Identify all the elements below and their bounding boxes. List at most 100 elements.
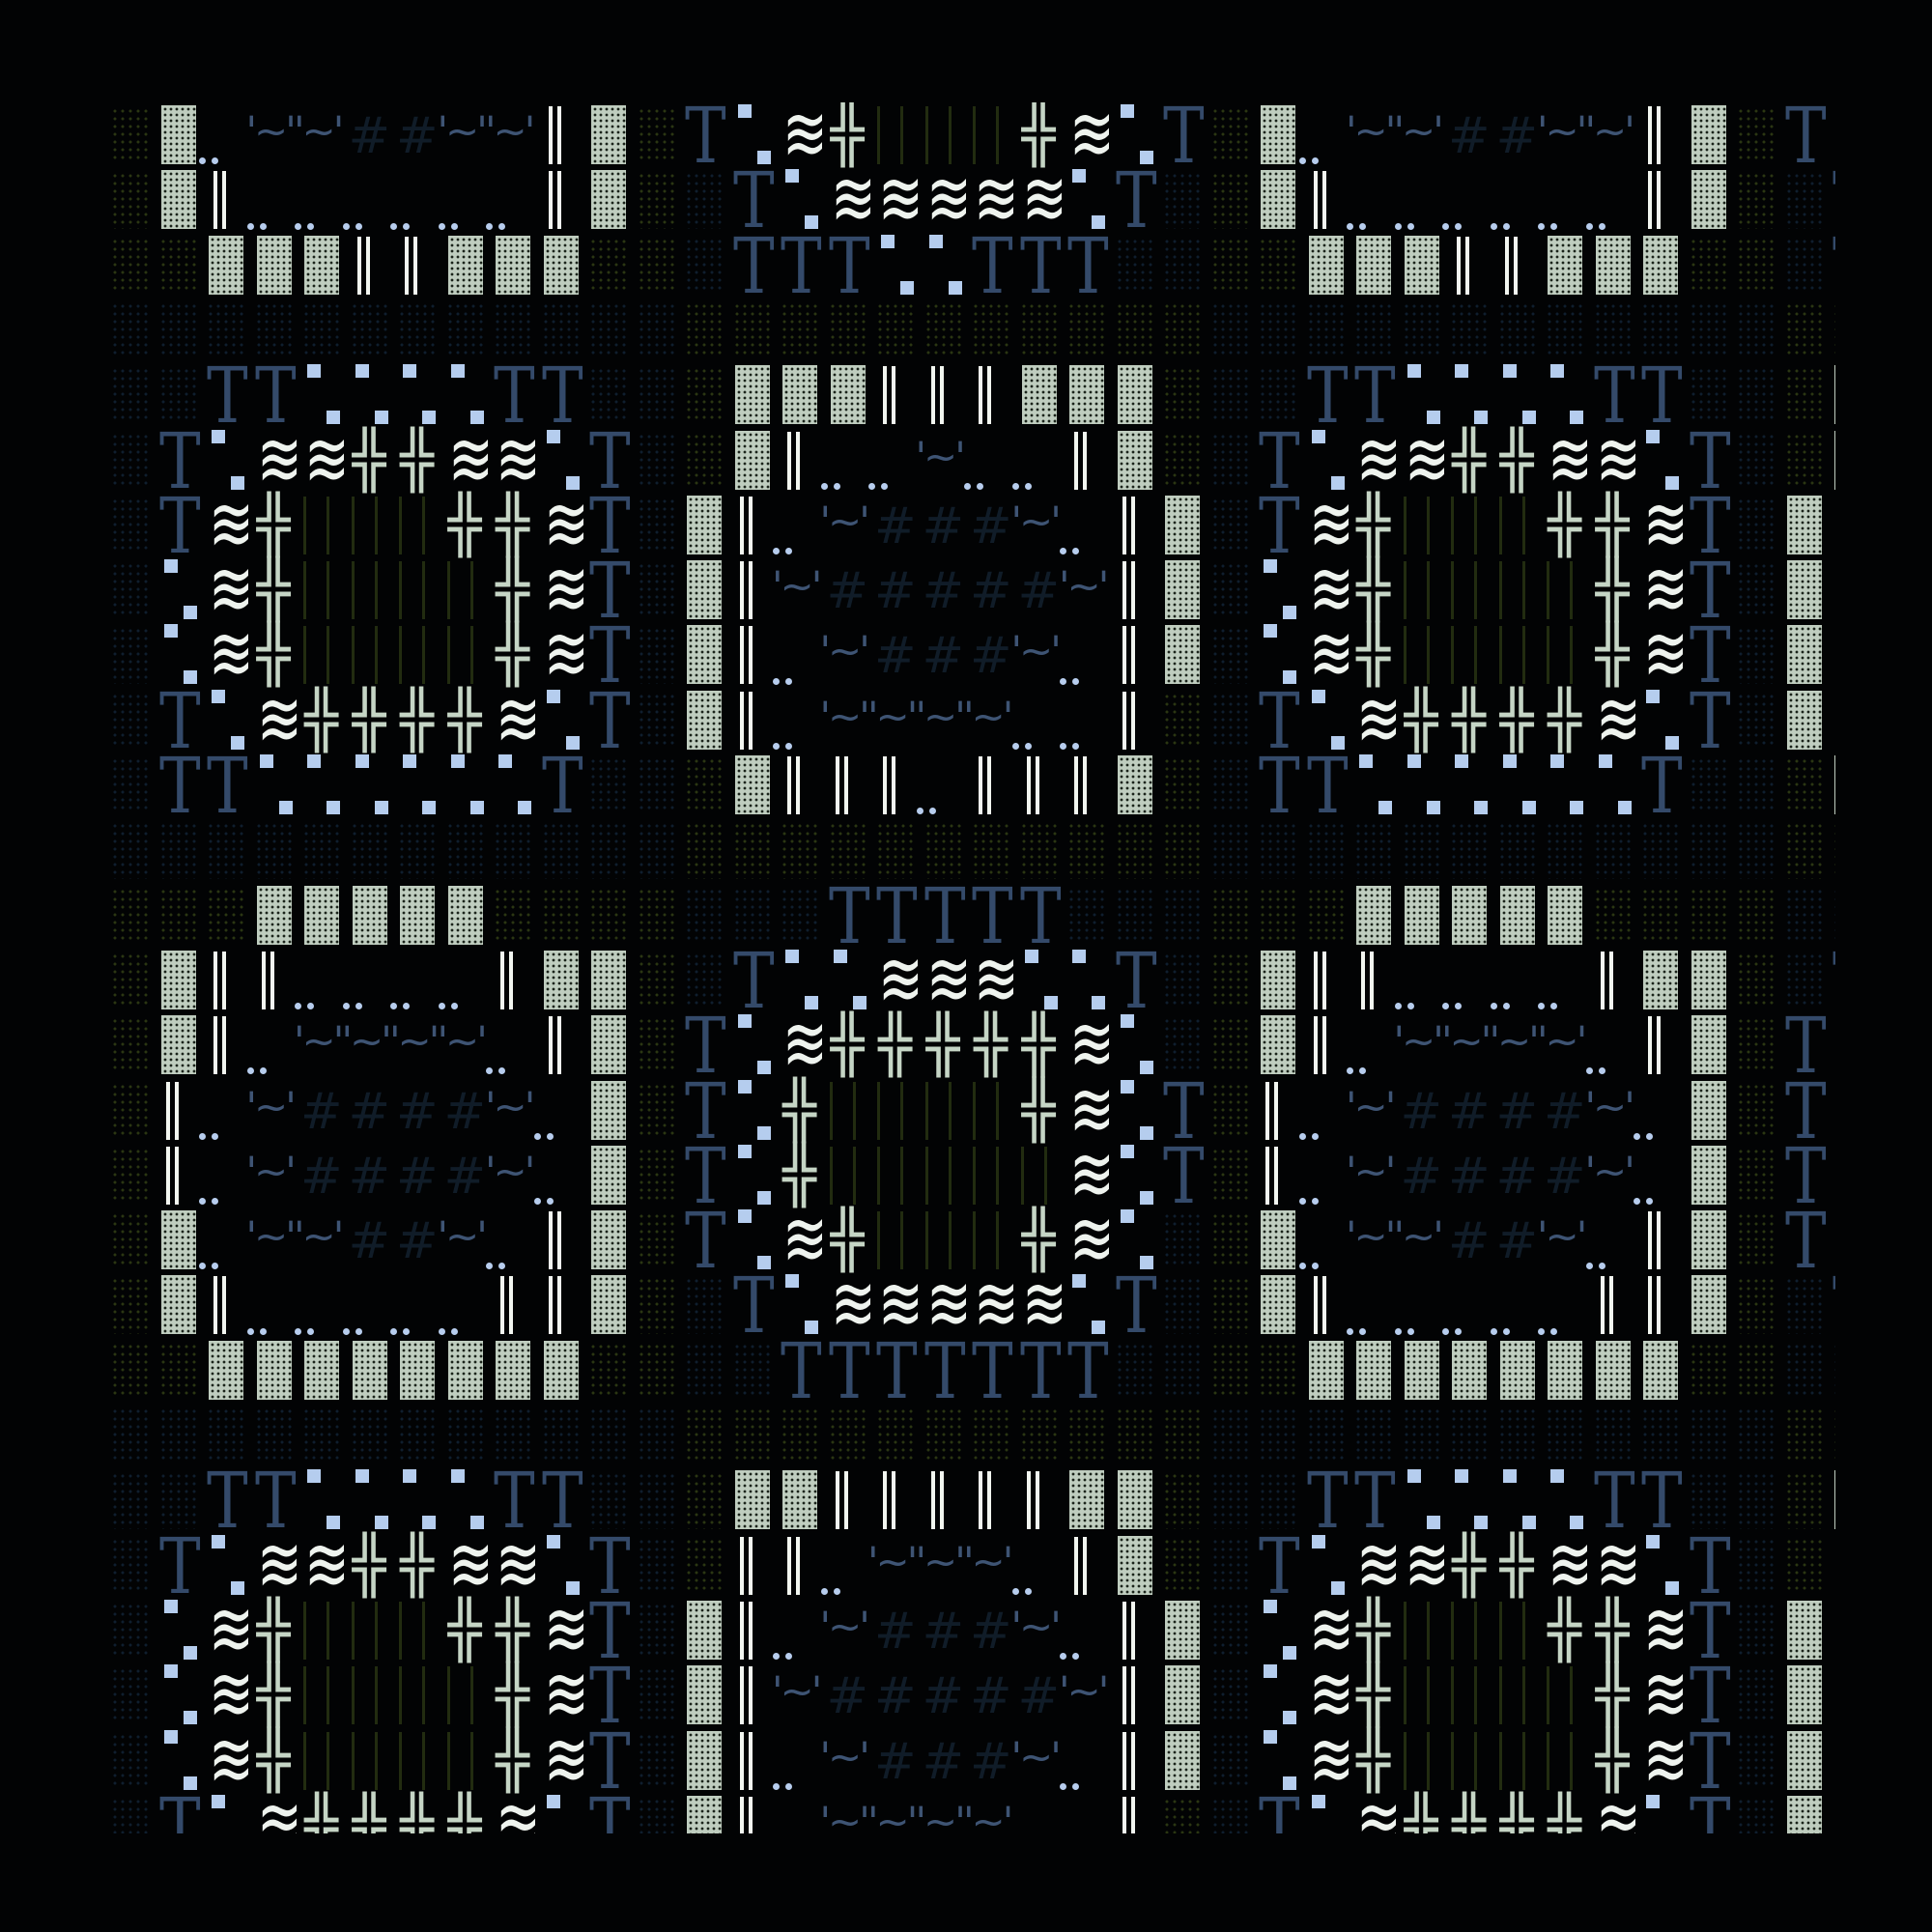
hash-glyph-text: #	[299, 1147, 343, 1206]
double-bar	[1063, 428, 1111, 493]
cross-glyph: ╬	[250, 492, 298, 557]
dot-right	[212, 1263, 218, 1270]
dotted-background	[1254, 1403, 1302, 1467]
line-right	[1474, 1666, 1477, 1725]
background-dots	[1736, 366, 1776, 424]
cross-glyph-text: ╬	[830, 1011, 865, 1078]
serif-t-glyph-text: T	[158, 675, 201, 766]
dot-right	[881, 482, 888, 490]
background-dots	[1736, 951, 1776, 1009]
serif-t-glyph: T	[155, 422, 203, 499]
background-dots	[206, 300, 246, 359]
dotted-block	[1158, 1662, 1207, 1727]
bar-left	[165, 1146, 170, 1205]
quote-tilde-text: '~'	[819, 692, 870, 740]
serif-t-glyph-text: T	[1689, 1716, 1731, 1806]
cross-glyph-text: ╬	[304, 1791, 339, 1833]
background-dots	[1736, 756, 1776, 814]
olive-lines	[393, 1598, 441, 1662]
hash-glyph: #	[967, 622, 1015, 687]
bar-left	[213, 1276, 217, 1335]
dotted-background	[202, 883, 250, 948]
dotted-background	[1207, 428, 1255, 493]
hash-glyph: #	[967, 1728, 1015, 1793]
serif-t-glyph: T	[1111, 942, 1159, 1019]
dots	[1490, 948, 1542, 1012]
square-bottom	[756, 1125, 771, 1140]
serif-t-glyph: T	[1636, 357, 1685, 435]
dotted-background	[1015, 817, 1064, 882]
dots	[773, 493, 824, 557]
square-bottom	[1665, 475, 1679, 490]
background-dots	[780, 1406, 820, 1464]
dotted-background	[1111, 883, 1159, 948]
cross-glyph: ╬	[1350, 1662, 1398, 1727]
line-left	[303, 1731, 306, 1790]
background-dots	[110, 951, 151, 1009]
double-bar	[1828, 688, 1835, 753]
square-top	[833, 949, 847, 963]
dotted-background	[1158, 1533, 1207, 1598]
cross-glyph: ╬	[1493, 687, 1542, 753]
dotted-background	[584, 1403, 633, 1467]
dotted-block	[155, 1208, 203, 1272]
dot-left	[773, 1653, 780, 1661]
cross-glyph: ╬	[1493, 427, 1542, 493]
quote-tilde-text: '~'	[1010, 627, 1062, 675]
background-dots	[253, 821, 294, 879]
quote-tilde-text: '~'	[1584, 1147, 1635, 1195]
dotted-background	[1780, 1533, 1829, 1598]
bar-left	[213, 171, 217, 230]
quote-tilde: '~'	[1011, 1728, 1064, 1793]
dot-right	[1455, 222, 1462, 230]
dotted-background	[1780, 428, 1829, 493]
serif-t-glyph: T	[728, 227, 777, 304]
bar-left	[883, 366, 887, 425]
hash-glyph-text: #	[348, 1082, 391, 1141]
dotted-background	[584, 1338, 633, 1403]
dotted-background	[871, 298, 920, 362]
dotted-background	[633, 1533, 681, 1598]
blue-squares	[1063, 167, 1111, 232]
blue-squares	[871, 233, 920, 298]
blue-squares	[776, 948, 824, 1012]
dotted-background	[633, 1208, 681, 1272]
background-dots	[588, 1471, 629, 1529]
dotted-background	[489, 817, 537, 882]
dotted-background	[1111, 298, 1159, 362]
dot-left	[199, 1198, 206, 1206]
square-bottom	[565, 475, 580, 490]
bar-right	[1657, 171, 1661, 230]
background-dots	[493, 300, 533, 359]
dotted-background	[967, 817, 1015, 882]
block-shape	[160, 1210, 196, 1270]
background-dots	[110, 236, 151, 294]
hash-glyph: #	[967, 1662, 1015, 1727]
olive-lines	[298, 557, 346, 622]
dotted-background	[537, 1403, 585, 1467]
square-bottom	[422, 1516, 436, 1530]
dot-right	[1072, 1782, 1079, 1790]
line-left	[399, 1731, 402, 1790]
bar-left	[739, 1601, 744, 1660]
dotted-block	[1350, 1338, 1398, 1403]
hash-glyph-text: #	[969, 1667, 1012, 1726]
background-dots	[1209, 756, 1250, 814]
wave-glyph: ≋	[776, 1202, 828, 1277]
dotted-background	[728, 298, 777, 362]
square-top	[1550, 364, 1564, 379]
hash-glyph-text: #	[299, 1082, 343, 1141]
hash-glyph-text: #	[443, 1147, 487, 1206]
cross-glyph: ╬	[250, 622, 298, 687]
line-right	[996, 1081, 999, 1140]
hash-glyph: #	[920, 1662, 968, 1727]
serif-t-glyph: T	[584, 487, 633, 564]
quote-tilde: '~'	[1346, 1208, 1398, 1272]
serif-t-glyph: T	[824, 877, 872, 954]
square-top	[1406, 1469, 1421, 1484]
double-bar	[871, 362, 920, 427]
serif-t-glyph-text: T	[588, 546, 631, 637]
bar-right	[1608, 1276, 1613, 1335]
square-bottom	[374, 1516, 388, 1530]
cross-glyph: ╬	[1589, 1662, 1637, 1727]
